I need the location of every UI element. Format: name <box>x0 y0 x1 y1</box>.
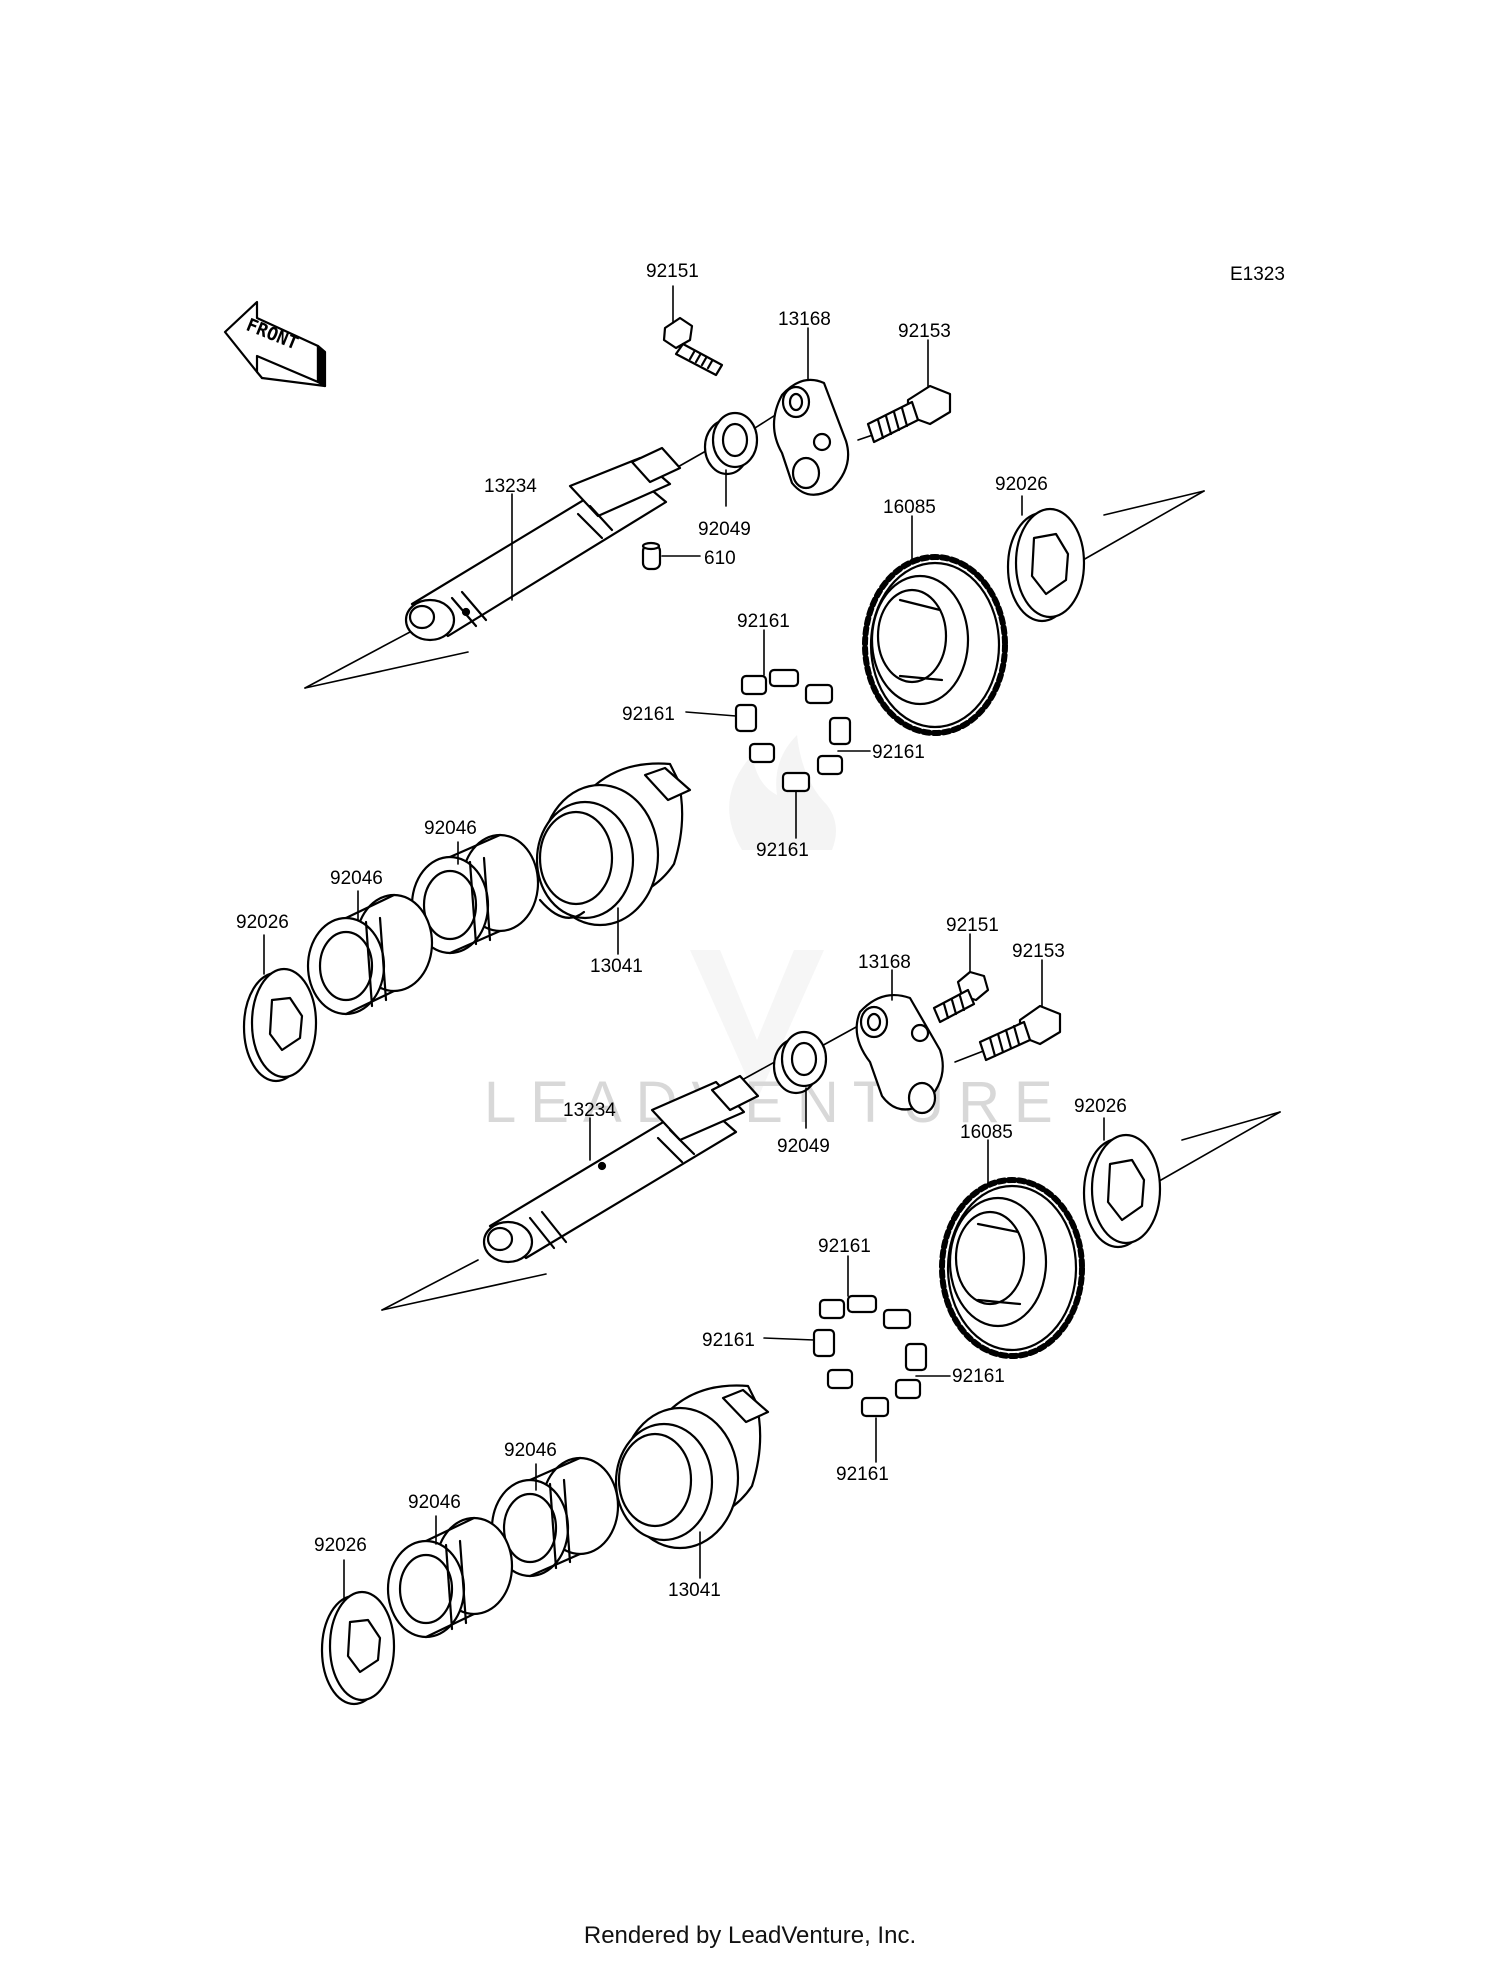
label-92161-left: 92161 <box>622 704 675 725</box>
gear-16085-lower[interactable] <box>939 1177 1085 1359</box>
label-92046-outer-lower: 92046 <box>408 1492 461 1513</box>
label-92026-right-lower: 92026 <box>1074 1096 1127 1117</box>
seal-92049[interactable] <box>703 411 759 476</box>
bearing-92046-outer[interactable] <box>306 893 434 1016</box>
bolt-92151-lower[interactable] <box>932 970 990 1024</box>
arm-13168-lower[interactable] <box>855 994 944 1115</box>
watermark-logo <box>690 735 836 1100</box>
label-610: 610 <box>704 548 736 569</box>
label-13234-lower: 13234 <box>563 1100 616 1121</box>
label-92026-right: 92026 <box>995 474 1048 495</box>
bolt-92153[interactable] <box>866 384 952 444</box>
damper-rubber-set-92161-lower[interactable] <box>812 1294 928 1418</box>
label-92046-inner: 92046 <box>424 818 477 839</box>
gear-16085[interactable] <box>862 554 1008 736</box>
washer-92026-left-lower[interactable] <box>320 1590 396 1706</box>
watermark-text: LEADVENTURE <box>484 1070 1067 1135</box>
label-13041: 13041 <box>590 956 643 977</box>
label-92046-outer: 92046 <box>330 868 383 889</box>
shaft-13234[interactable] <box>404 446 682 642</box>
label-13041-lower: 13041 <box>668 1580 721 1601</box>
label-13234: 13234 <box>484 476 537 497</box>
bearing-92046-outer-lower[interactable] <box>386 1516 514 1639</box>
label-92026-left: 92026 <box>236 912 289 933</box>
bolt-92151[interactable] <box>662 316 724 377</box>
washer-92026-right-lower[interactable] <box>1082 1133 1162 1249</box>
label-92049-lower: 92049 <box>777 1136 830 1157</box>
label-92161-top-lower: 92161 <box>818 1236 871 1257</box>
hub-13041-lower[interactable] <box>614 1384 770 1550</box>
label-92153-lower: 92153 <box>1012 941 1065 962</box>
front-direction-arrow: FRONT <box>223 300 327 388</box>
label-92049: 92049 <box>698 519 751 540</box>
label-16085: 16085 <box>883 497 936 518</box>
diagram-code: E1323 <box>1230 264 1285 285</box>
arm-13168[interactable] <box>772 378 850 496</box>
label-92161-left-lower: 92161 <box>702 1330 755 1351</box>
washer-92026-left[interactable] <box>242 967 318 1083</box>
washer-92026-right[interactable] <box>1006 507 1086 623</box>
shaft-13234-lower[interactable] <box>482 1074 760 1264</box>
label-92161-right: 92161 <box>872 742 925 763</box>
label-92161-bottom-lower: 92161 <box>836 1464 889 1485</box>
hub-13041[interactable] <box>535 762 692 927</box>
label-92161-top: 92161 <box>737 611 790 632</box>
label-16085-lower: 16085 <box>960 1122 1013 1143</box>
upper-assembly: 92151 13168 92153 13234 92049 610 16085 … <box>236 261 1205 1083</box>
bolt-92153-lower[interactable] <box>978 1004 1062 1062</box>
pin-610[interactable] <box>641 541 662 571</box>
label-92046-inner-lower: 92046 <box>504 1440 557 1461</box>
label-13168-lower: 13168 <box>858 952 911 973</box>
render-credit: Rendered by LeadVenture, Inc. <box>583 1922 917 1949</box>
bearing-92046-inner-lower[interactable] <box>490 1456 620 1578</box>
lower-assembly: 13168 92151 92153 13234 92049 16085 9202… <box>314 915 1281 1706</box>
bearing-92046-inner[interactable] <box>410 833 540 955</box>
label-13168: 13168 <box>778 309 831 330</box>
label-92151-lower: 92151 <box>946 915 999 936</box>
label-92153: 92153 <box>898 321 951 342</box>
label-92151: 92151 <box>646 261 699 282</box>
seal-92049-lower[interactable] <box>772 1030 828 1095</box>
damper-rubber-set-92161[interactable] <box>734 668 852 793</box>
label-92026-left-lower: 92026 <box>314 1535 367 1556</box>
label-92161-right-lower: 92161 <box>952 1366 1005 1387</box>
label-92161-bottom: 92161 <box>756 840 809 861</box>
